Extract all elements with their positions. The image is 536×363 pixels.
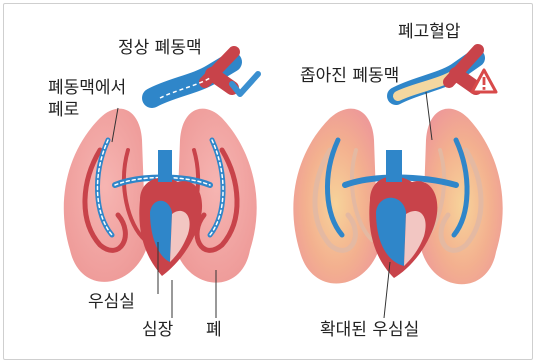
label-pa-to-lung-2: 폐로 <box>48 100 79 120</box>
label-normal-pa: 정상 폐동맥 <box>118 38 202 58</box>
normal-artery-inset <box>152 52 234 98</box>
label-heart: 심장 <box>142 320 173 340</box>
label-narrowed-pa: 좁아진 폐동맥 <box>300 66 399 86</box>
left-lung-left-lobe <box>64 109 146 282</box>
label-pulmonary-hypertension: 폐고혈압 <box>398 22 461 42</box>
label-lung: 폐 <box>206 320 222 340</box>
label-right-ventricle: 우심실 <box>88 292 135 312</box>
label-pa-to-lung-1: 폐동맥에서 <box>48 78 126 98</box>
right-lung-left-lobe <box>293 109 378 284</box>
narrowed-artery-inset <box>396 50 478 96</box>
label-enlarged-rv: 확대된 우심실 <box>320 320 419 340</box>
